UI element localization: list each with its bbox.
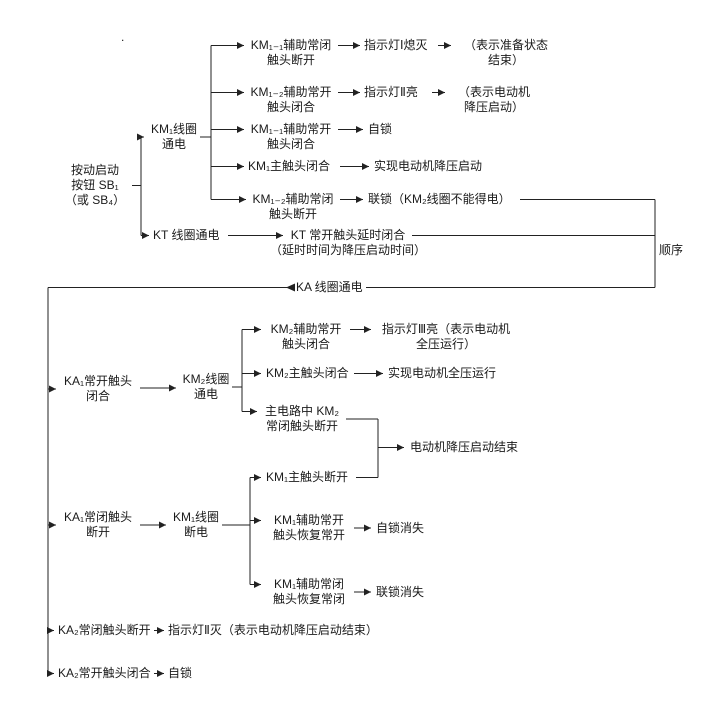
node-lamp3-on-note: 指示灯Ⅲ亮（表示电动机 全压运行） — [381, 322, 511, 351]
node-interlock: 联锁（KM₂线圈不能得电） — [368, 192, 511, 206]
node-kt-coil-energized: KT 线圈通电 — [153, 228, 220, 242]
node-km2-coil-energized: KM₂线圈 通电 — [182, 372, 230, 401]
node-km1-1-nc-open: KM₁₋₁辅助常闭 触头断开 — [250, 38, 332, 67]
node-km1-no-restore: KM₁辅助常开 触头恢复常开 — [272, 513, 345, 542]
node-reduced-start-note: （表示电动机 降压启动） — [457, 85, 530, 114]
node-kt-delay-close: KT 常开触头延时闭合 （延时时间为降压启动时间） — [269, 228, 426, 257]
node-lamp1-off: 指示灯Ⅰ熄灭 — [364, 38, 428, 52]
node-km2-aux-no-close: KM₂辅助常开 触头闭合 — [270, 322, 342, 351]
node-km1-nc-restore: KM₁辅助常闭 触头恢复常闭 — [272, 577, 345, 606]
stray-dot: . — [121, 30, 125, 44]
sequence-label: 顺序 — [659, 243, 684, 257]
node-km1-main-open: KM₁主触头断开 — [266, 470, 349, 484]
node-ka2-nc-open: KA₂常闭触头断开 — [58, 623, 151, 637]
node-reduced-start-end: 电动机降压启动结束 — [410, 440, 519, 454]
node-reduced-start-run: 实现电动机降压启动 — [374, 159, 483, 173]
node-ka-coil-energized: KA 线圈通电 — [296, 280, 363, 294]
node-ready-end-note: （表示准备状态 结束） — [463, 38, 548, 67]
node-lamp2-on: 指示灯Ⅱ亮 — [364, 85, 418, 99]
node-self-lock: 自锁 — [368, 122, 393, 136]
node-start-button: 按动启动 按钮 SB₁ （或 SB₄） — [64, 163, 126, 207]
node-km1-coil-deenergized: KM₁线圈 断电 — [172, 510, 220, 539]
node-km1-coil-energized: KM₁线圈 通电 — [150, 122, 198, 151]
node-km2-main-close: KM₂主触头闭合 — [266, 366, 349, 380]
node-self-lock-2: 自锁 — [168, 666, 193, 680]
node-lamp2-off-note: 指示灯Ⅱ灭（表示电动机降压启动结束） — [168, 623, 378, 637]
node-km1-main-close: KM₁主触头闭合 — [248, 159, 331, 173]
node-km2-nc-open-main: 主电路中 KM₂ 常闭触头断开 — [265, 404, 339, 433]
node-km1-1-no-close: KM₁₋₁辅助常开 触头闭合 — [250, 122, 332, 151]
node-ka1-nc-open: KA₁常闭触头 断开 — [63, 510, 133, 539]
node-km1-2-nc-open: KM₁₋₂辅助常闭 触头断开 — [252, 192, 334, 221]
node-self-lock-lost: 自锁消失 — [376, 521, 425, 535]
node-km1-2-no-close: KM₁₋₂辅助常开 触头闭合 — [250, 85, 332, 114]
node-interlock-lost: 联锁消失 — [376, 585, 425, 599]
node-full-voltage-run: 实现电动机全压运行 — [388, 366, 497, 380]
node-ka1-no-close: KA₁常开触头 闭合 — [63, 374, 133, 403]
node-ka2-no-close: KA₂常开触头闭合 — [58, 666, 151, 680]
left-arrowhead — [286, 283, 295, 292]
